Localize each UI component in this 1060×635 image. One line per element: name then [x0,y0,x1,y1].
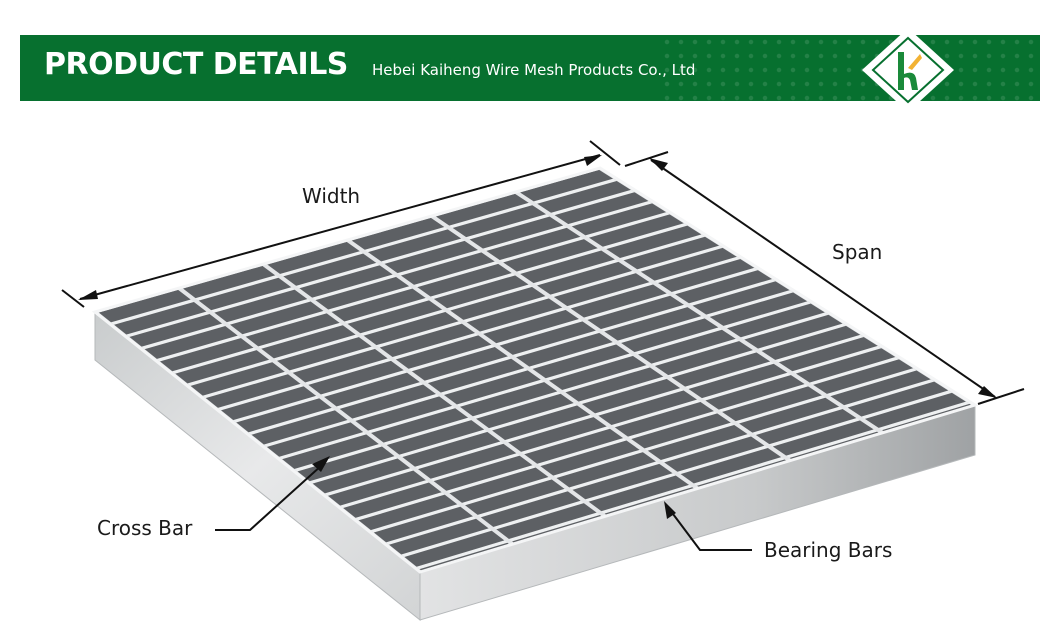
bearing-bars-label: Bearing Bars [764,538,893,562]
span-label: Span [832,240,883,264]
company-logo-icon [862,28,954,112]
cross-bar-leader [215,456,330,531]
span-dimension-arrow [624,151,1025,405]
width-dimension-arrow [61,140,621,308]
page-title: PRODUCT DETAILS [44,47,348,82]
company-name: Hebei Kaiheng Wire Mesh Products Co., Lt… [372,61,696,79]
dot-pattern [660,35,1040,101]
cross-bar-label: Cross Bar [97,516,193,540]
bearing-bars-leader [664,501,752,551]
width-label: Width [302,184,361,208]
